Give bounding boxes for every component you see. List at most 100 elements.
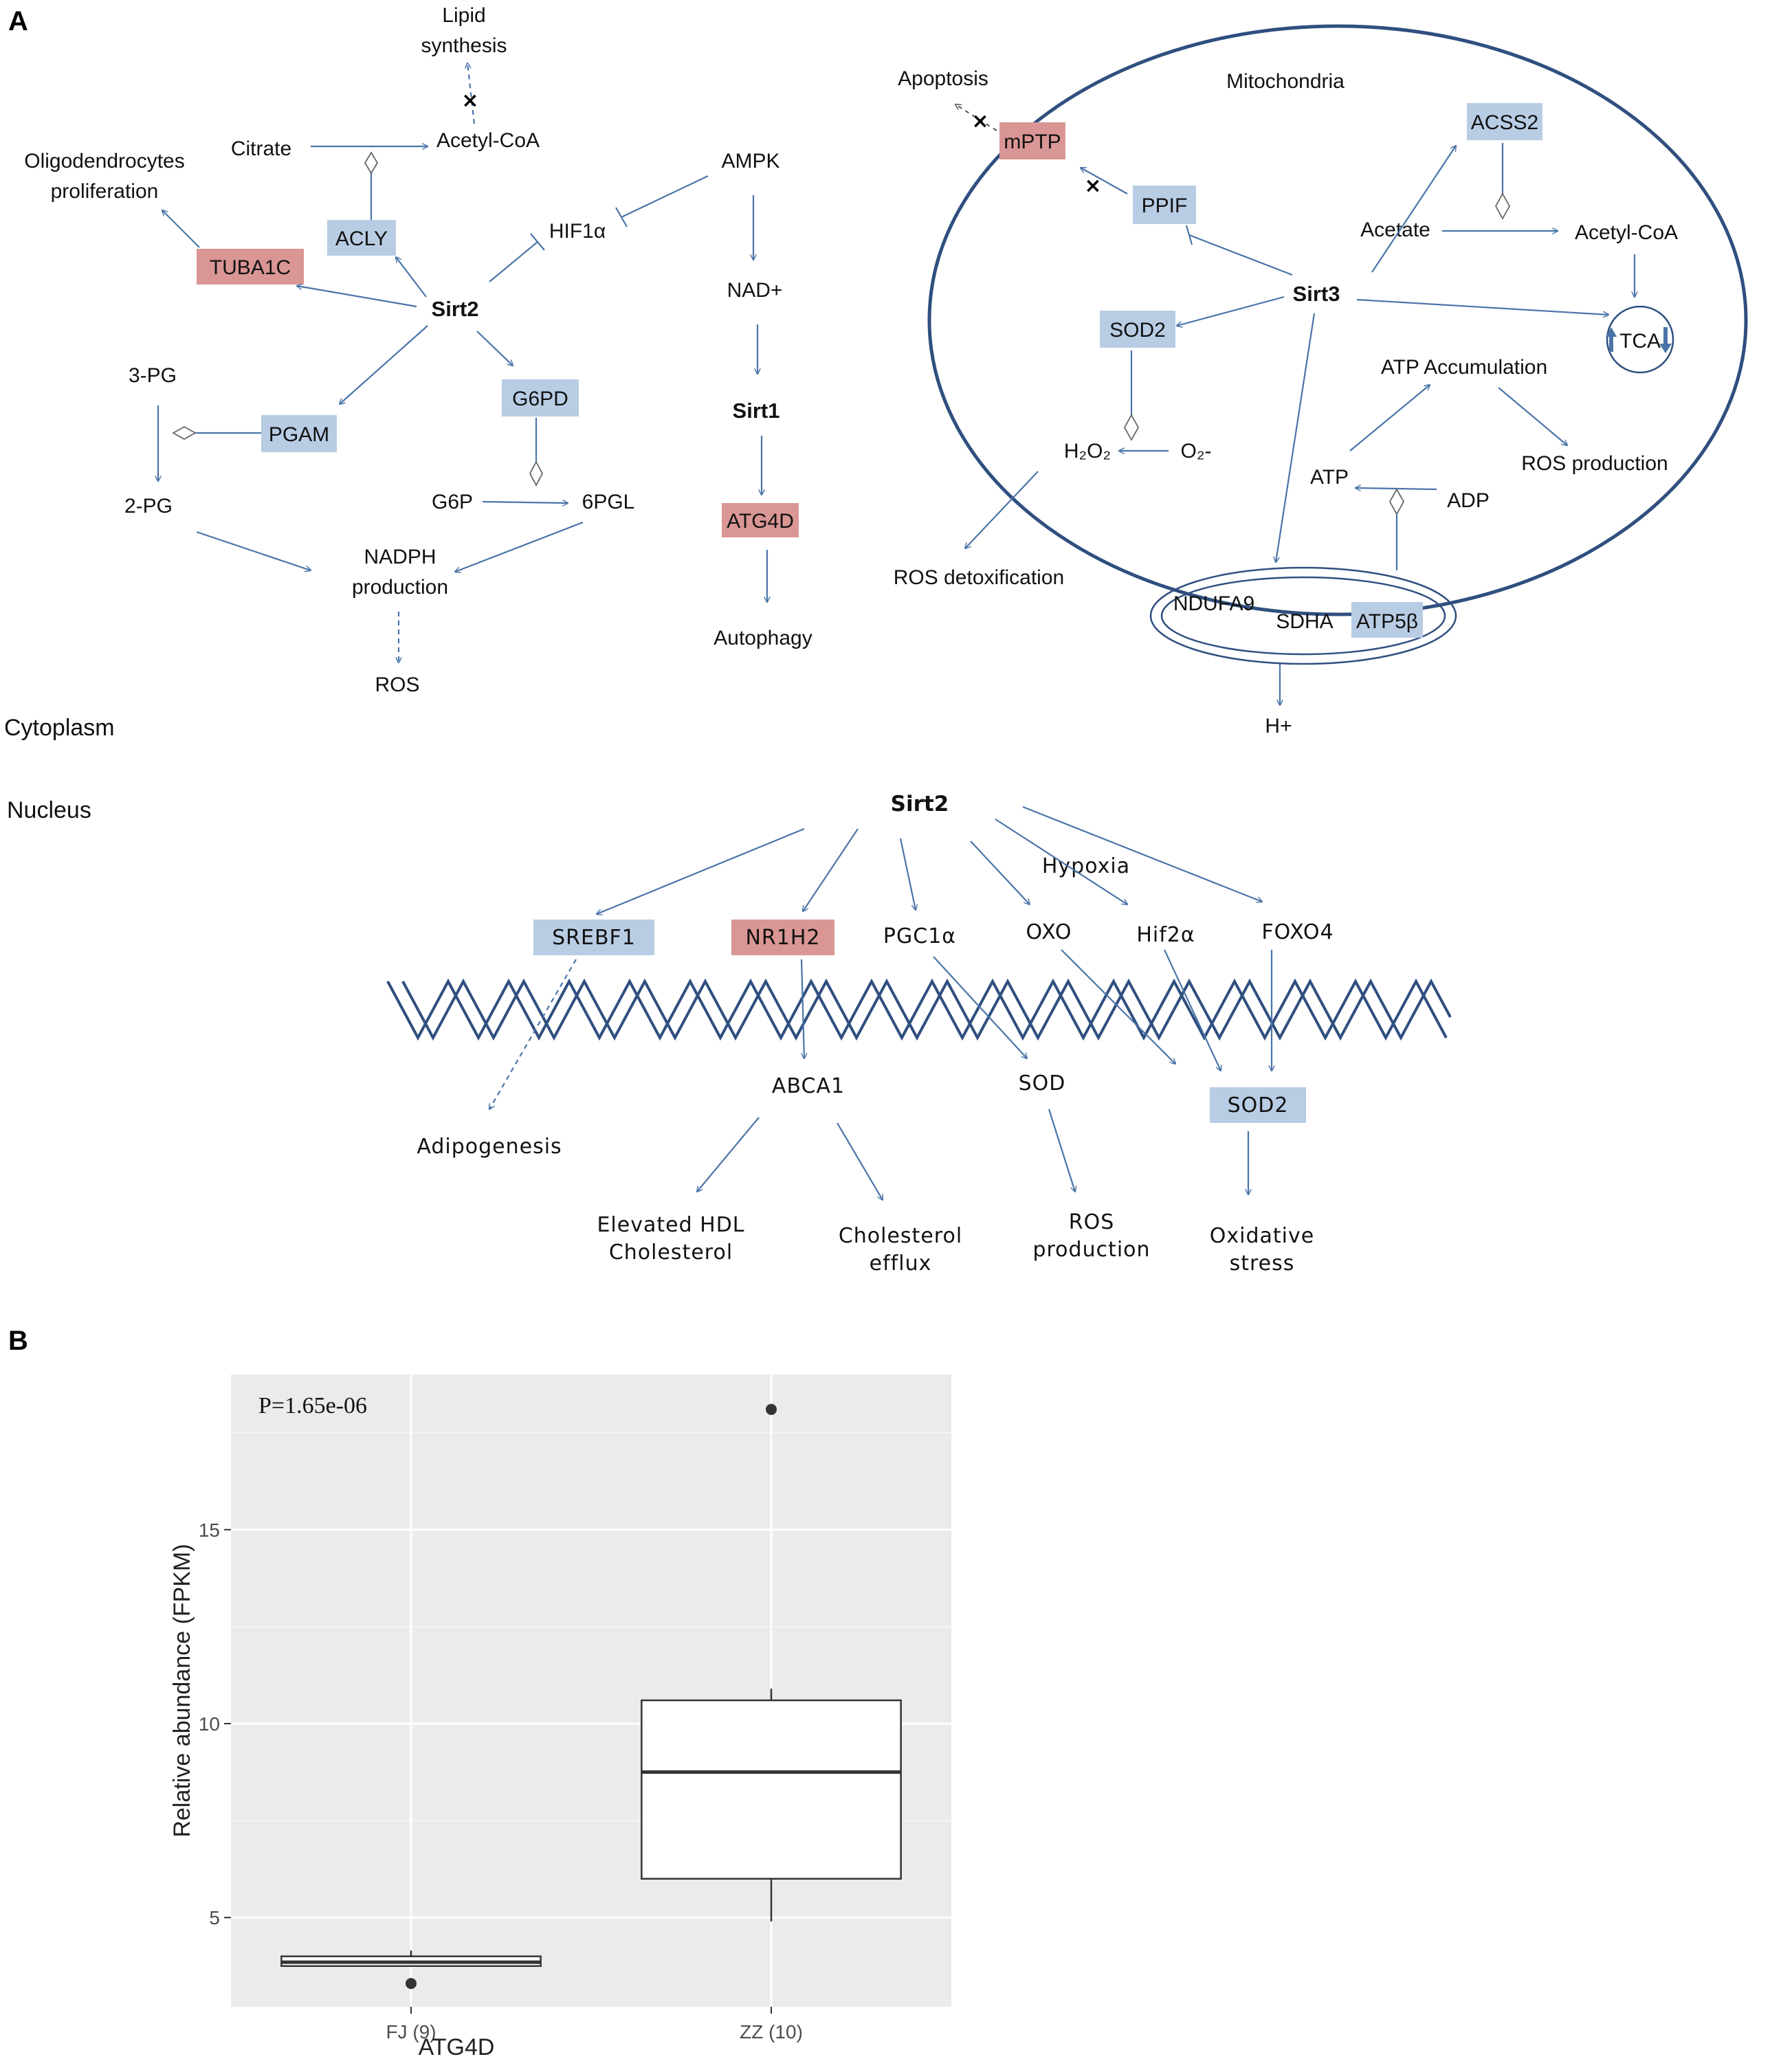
catalysis-diamond-icon <box>1123 414 1140 441</box>
inhibit-bar-3 <box>1185 225 1193 245</box>
y-tick-label: 10 <box>199 1713 220 1735</box>
sirt3-to-etc-arrow <box>1276 313 1316 562</box>
tca-label: TCA <box>1619 330 1661 353</box>
blocked-x-icon: × <box>971 109 988 133</box>
3pg-label: 3-PG <box>129 364 177 387</box>
ppif-label: PPIF <box>1142 194 1188 217</box>
panel-a-label: A <box>8 6 28 36</box>
foxo4-label: FOXO4 <box>1261 920 1334 944</box>
sirt2-inhibits-hif1a <box>489 241 538 282</box>
blocked-x-icon: × <box>1084 174 1101 198</box>
catalysis-diamond-icon <box>1389 488 1405 515</box>
acss2-label: ACSS2 <box>1471 111 1538 134</box>
apoptosis-label: Apoptosis <box>898 67 988 90</box>
nr1h2-to-abca1-arrow <box>800 959 804 1058</box>
dna-double-helix <box>386 978 1452 1041</box>
mitochondria-title: Mitochondria <box>1226 70 1345 93</box>
lipid-synthesis-label-1: Lipid <box>442 4 485 27</box>
sirt2-to-tuba1c-arrow <box>297 286 417 308</box>
adp-to-atp-arrow <box>1356 488 1437 489</box>
nadph-label-1: NADPH <box>364 546 436 568</box>
2pg-to-nadph-arrow <box>196 531 311 570</box>
nucleus-pathways: Sirt2 Hypoxia SREBF1 NR1H2 PGC1α OXO Hif… <box>386 792 1452 1276</box>
cytoplasm-pathways: Lipid synthesis × Acetyl-CoA Citrate Oli… <box>24 4 812 696</box>
oxidative-stress-label-1: Oxidative <box>1210 1224 1314 1248</box>
nucleus-region-label: Nucleus <box>7 797 91 823</box>
acetylcoa-to-lipid-arrow <box>467 63 476 124</box>
oxidative-stress-label-2: stress <box>1230 1251 1295 1276</box>
mito-ros-production-label: ROS production <box>1521 452 1668 475</box>
citrate-label: Citrate <box>231 137 291 160</box>
nucleus-sirt2-label: Sirt2 <box>891 792 949 816</box>
o2-label: O₂- <box>1181 440 1212 463</box>
sirt2-label: Sirt2 <box>432 297 479 321</box>
sirt2-to-nr1h2-arrow <box>803 828 859 911</box>
abca1-to-efflux-arrow <box>837 1122 883 1200</box>
nucleus-sod2-label: SOD2 <box>1228 1093 1289 1117</box>
6pgl-to-nadph-arrow <box>455 521 584 572</box>
srebf1-box <box>533 920 654 955</box>
atg4d-box <box>722 503 799 537</box>
nr1h2-box <box>731 920 834 955</box>
etc-inner-ring <box>1160 576 1446 656</box>
inhibit-bar-1 <box>615 207 628 227</box>
box-iqr <box>641 1699 902 1880</box>
ppif-box <box>1133 186 1196 224</box>
outlier-point <box>406 1978 417 1990</box>
nad-label: NAD+ <box>727 279 783 302</box>
h2o2-label: H₂O₂ <box>1064 440 1111 463</box>
sirt2-to-srebf1-arrow <box>597 827 805 914</box>
hif2a-to-sod2-arrow <box>1164 949 1221 1071</box>
srebf1-label: SREBF1 <box>552 926 636 950</box>
acly-box <box>327 220 396 256</box>
pgam-box <box>261 415 337 452</box>
nadph-label-2: production <box>352 576 448 599</box>
blocked-x-icon: × <box>461 89 478 113</box>
sod-to-ros-arrow <box>1048 1109 1075 1192</box>
efflux-label-1: Cholesterol <box>839 1224 962 1248</box>
g6pd-box <box>502 379 579 416</box>
g6p-to-6pgl-arrow <box>482 502 568 503</box>
hdl-label-2: Cholesterol <box>609 1240 733 1265</box>
mitochondria-membrane <box>927 24 1748 616</box>
acss2-box <box>1467 103 1542 140</box>
atp-to-accumulation-arrow <box>1349 385 1430 452</box>
g6pd-label: G6PD <box>512 388 568 410</box>
mptp-box <box>999 122 1065 159</box>
h-plus-label: H+ <box>1265 715 1292 737</box>
pgc1a-to-sod-arrow <box>933 956 1027 1058</box>
tuba1c-box <box>197 249 304 285</box>
p-value-annotation: P=1.65e-06 <box>258 1393 367 1418</box>
x-tick-label: ZZ (10) <box>740 2021 803 2043</box>
plot-panel-background <box>231 1374 951 2007</box>
oligo-label-2: proliferation <box>51 180 159 203</box>
acetyl-coa-label: Acetyl-CoA <box>436 129 540 152</box>
adp-label: ADP <box>1447 489 1490 512</box>
oxo-label: OXO <box>1026 920 1072 944</box>
y-tick-label: 15 <box>199 1520 220 1541</box>
catalysis-diamond-icon <box>529 460 544 487</box>
nr1h2-label: NR1H2 <box>745 926 820 950</box>
atg4d-label: ATG4D <box>727 510 794 533</box>
hdl-label-1: Elevated HDL <box>597 1213 744 1237</box>
oxo-to-sod2-arrow <box>1061 949 1175 1064</box>
sirt3-to-acss2-arrow <box>1371 146 1456 273</box>
tuba1c-to-oligo-arrow <box>162 210 200 248</box>
ndufa9-label: NDUFA9 <box>1173 592 1254 615</box>
sod2-box <box>1100 311 1175 348</box>
cytoplasm-region-label: Cytoplasm <box>4 715 115 741</box>
x-axis-title: ATG4D <box>419 2034 495 2059</box>
sirt2-to-hif2a-arrow <box>995 819 1127 904</box>
hif2a-label: Hif2α <box>1136 923 1195 947</box>
hif1a-label: HIF1α <box>549 220 606 243</box>
sirt2-to-foxo4-arrow <box>1022 805 1262 902</box>
ros-production-label-2: production <box>1032 1238 1150 1262</box>
atp5b-label: ATP5β <box>1356 610 1418 633</box>
x-tick-label: FJ (9) <box>386 2021 436 2043</box>
sirt3-inhibits-ppif <box>1188 234 1293 276</box>
sirt2-to-acly-arrow <box>396 257 427 298</box>
sdha-label: SDHA <box>1276 610 1333 633</box>
down-arrow-icon <box>1659 327 1672 353</box>
